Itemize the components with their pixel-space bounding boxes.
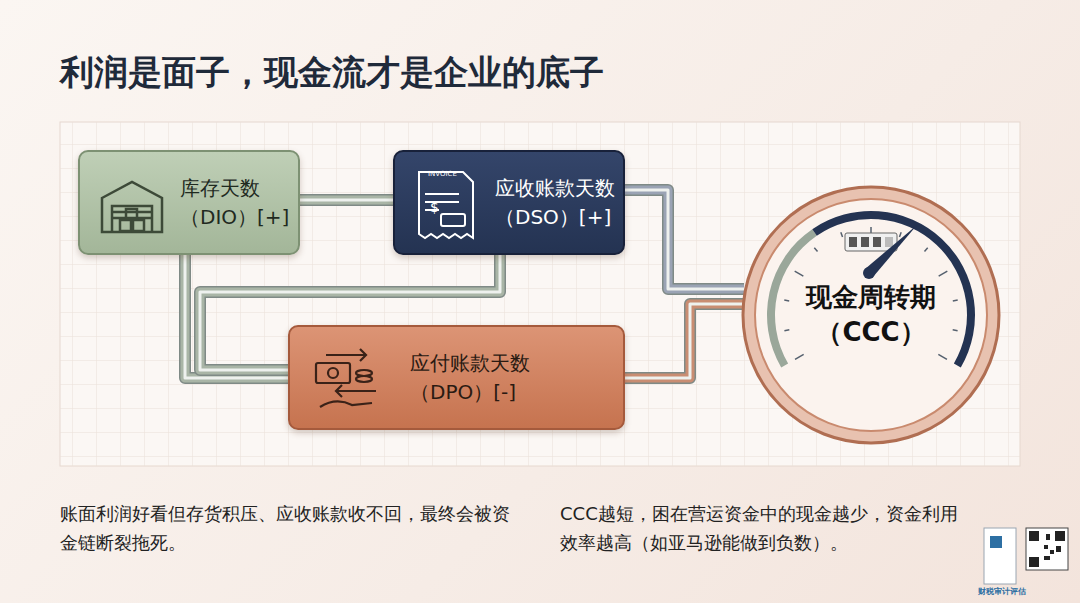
- dollar-sign: $: [430, 200, 444, 214]
- inventory-box: 库存天数 （DIO）[+]: [78, 150, 300, 255]
- grid-panel: [60, 122, 1020, 466]
- payable-box: 应付账款天数 （DPO）[-]: [288, 325, 625, 430]
- ccc-gauge: 现金周转期 （CCC）: [741, 185, 1001, 445]
- grid-lines: [60, 122, 1020, 466]
- note-right: CCC越短，困在营运资金中的现金越少，资金利用效率越高（如亚马逊能做到负数）。: [560, 500, 970, 558]
- invoice-label: INVOICE: [428, 171, 476, 178]
- title: 利润是面子，现金流才是企业的底子: [60, 50, 604, 96]
- box-label: 应收账款天数 （DSO）[+]: [495, 174, 623, 232]
- watermark: 财税审计评估: [978, 588, 1038, 596]
- pipe-connector: [300, 200, 393, 201]
- gauge-icon: [741, 185, 1001, 445]
- qr-code: [984, 528, 1068, 584]
- box-label: 库存天数 （DIO）[+]: [180, 174, 298, 232]
- pipe-connector: [625, 304, 744, 378]
- box-label: 应付账款天数 （DPO）[-]: [410, 349, 560, 407]
- pipe-connector: [625, 190, 744, 289]
- note-left: 账面利润好看但存货积压、应收账款收不回，最终会被资金链断裂拖死。: [60, 500, 520, 558]
- receivable-box: 应收账款天数 （DSO）[+]: [393, 150, 625, 255]
- gauge-label: 现金周转期 （CCC）: [801, 280, 941, 350]
